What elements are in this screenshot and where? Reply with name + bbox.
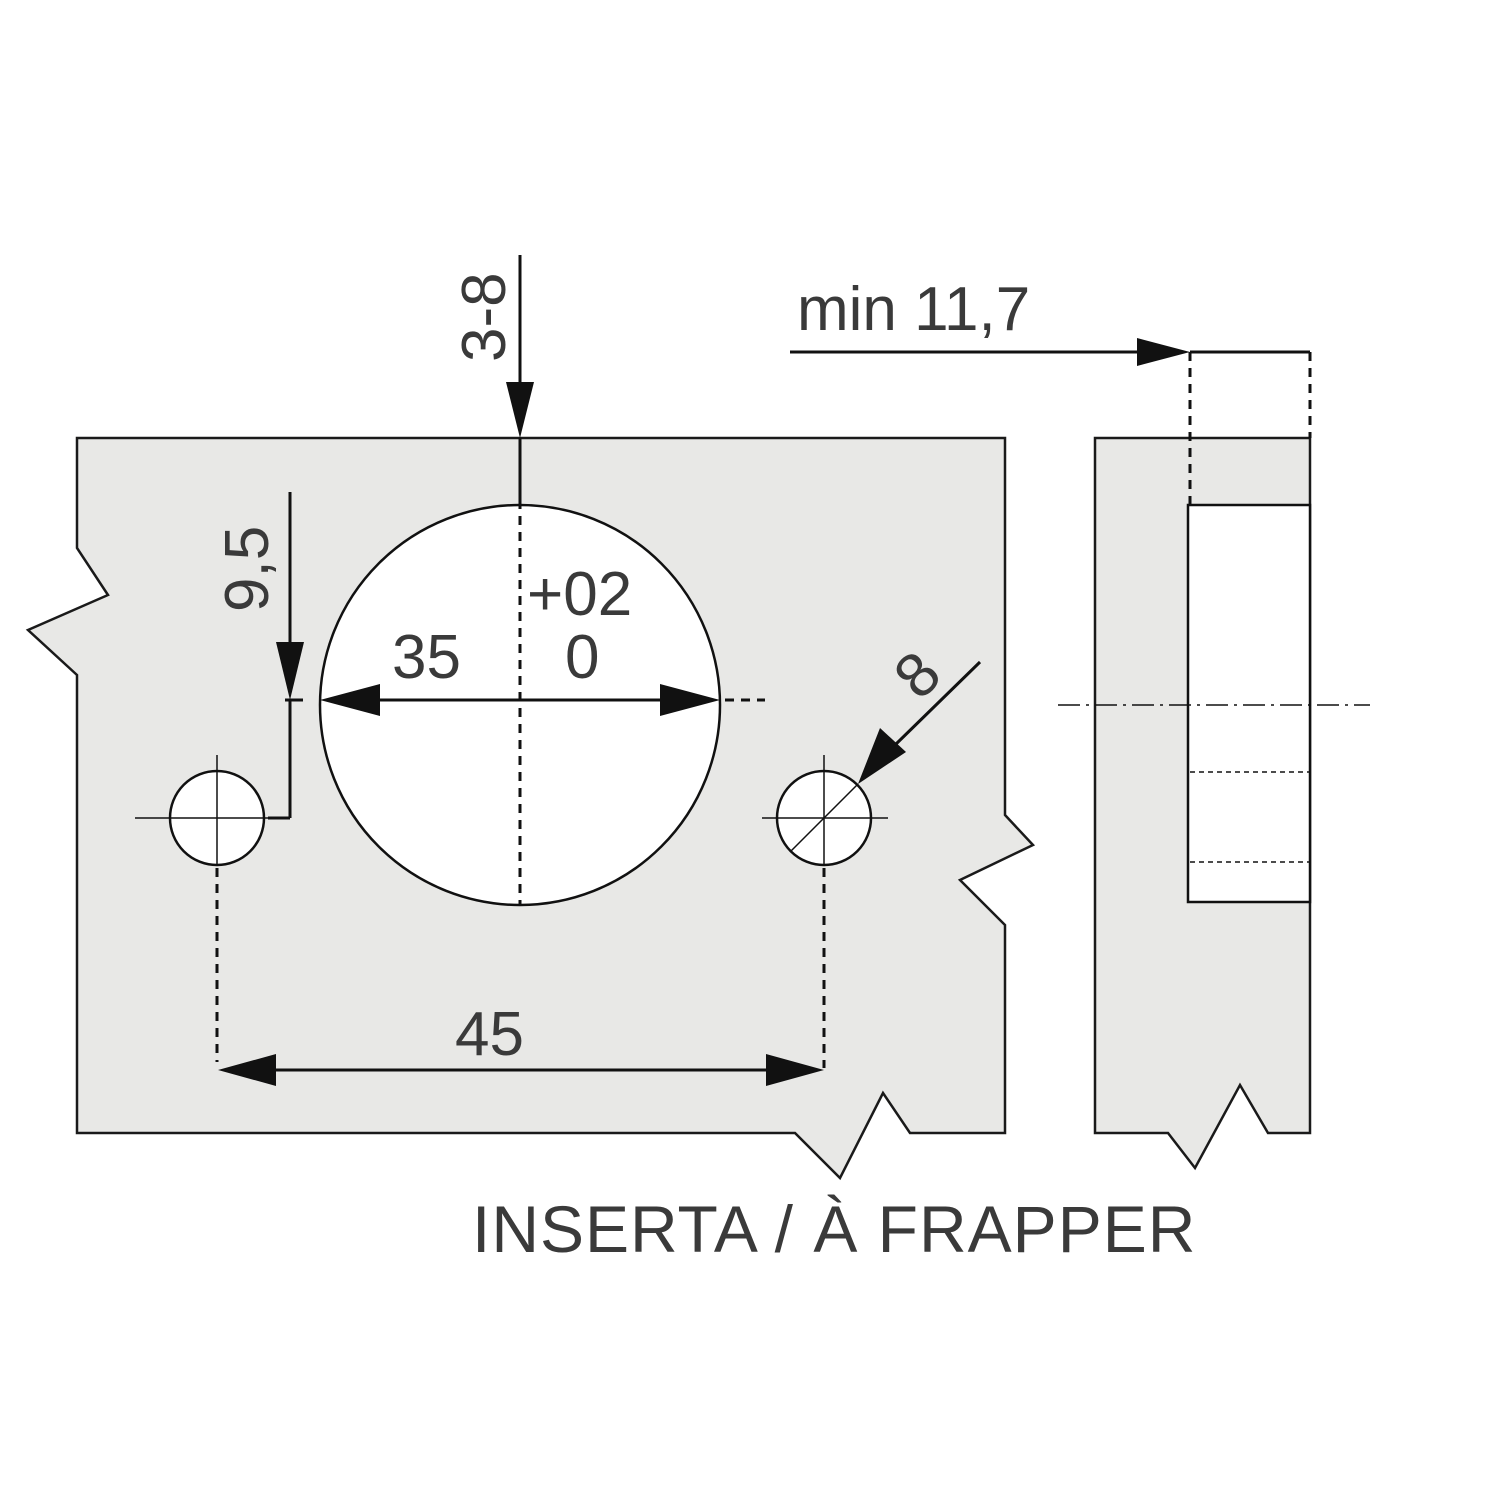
tolerance-upper-label: +02 [527,560,632,629]
tolerance-lower-label: 0 [565,623,599,692]
cup-diameter-arrow-left [320,684,380,716]
screw-hole-leader [893,660,982,747]
caption: INSERTA / À FRAPPER [472,1192,1196,1266]
right-hole-diagonal [789,783,859,853]
screw-hole-arrow [858,728,906,784]
depth-label: 3-8 [450,272,519,362]
spacing-arrow-right [766,1054,824,1086]
min-thickness-arrow [1137,338,1190,366]
cup-diameter-label: 35 [392,623,461,692]
edge-distance-label: 9,5 [213,526,282,612]
spacing-arrow-left [218,1054,276,1086]
side-cup-recess [1186,503,1312,904]
edge-distance-arrow [276,642,304,700]
cup-diameter-arrow-right [660,684,720,716]
depth-arrow [506,382,534,438]
min-thickness-label: min 11,7 [797,275,1030,344]
spacing-label: 45 [455,1000,524,1069]
